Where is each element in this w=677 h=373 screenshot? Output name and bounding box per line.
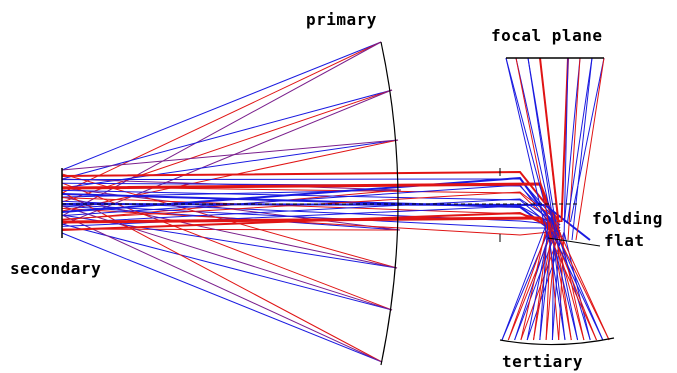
tertiary-mirror — [499, 337, 615, 346]
folding-flat-mirror — [547, 237, 601, 247]
light-ray — [551, 231, 604, 341]
light-ray — [539, 219, 549, 341]
light-ray — [547, 231, 597, 341]
focal-plane-label: focal plane — [491, 26, 603, 45]
light-ray — [539, 57, 561, 241]
tertiary-mirror-label: tertiary — [502, 352, 584, 371]
light-ray — [61, 214, 383, 363]
light-ray — [547, 231, 566, 341]
light-ray — [61, 139, 399, 171]
light-ray — [61, 89, 393, 226]
light-ray — [61, 228, 401, 231]
light-ray — [61, 232, 383, 363]
light-ray — [527, 57, 557, 241]
light-ray — [520, 219, 549, 341]
light-ray — [507, 219, 552, 341]
light-ray — [505, 57, 549, 241]
secondary-mirror-label: secondary — [10, 259, 102, 278]
light-ray — [61, 89, 393, 180]
light-ray — [61, 204, 560, 229]
light-ray — [570, 57, 605, 223]
folding-flat-label-line1: folding — [592, 209, 663, 228]
primary-mirror — [380, 41, 399, 366]
light-ray — [547, 219, 579, 341]
light-ray — [61, 41, 382, 171]
light-ray — [61, 198, 561, 226]
light-ray — [61, 186, 561, 232]
light-ray — [61, 223, 393, 311]
light-ray — [61, 41, 382, 194]
light-ray — [515, 57, 553, 241]
focal-plane-ray-cone — [505, 57, 605, 241]
light-ray — [555, 231, 610, 341]
light-ray — [575, 57, 605, 241]
light-ray — [547, 219, 560, 341]
light-ray — [564, 57, 581, 223]
light-ray — [563, 57, 569, 241]
light-ray — [61, 41, 382, 217]
light-ray — [505, 57, 550, 223]
light-ray — [515, 57, 553, 223]
light-ray — [567, 57, 581, 241]
light-ray — [567, 57, 593, 223]
primary-mirror-label: primary — [306, 10, 377, 29]
light-ray — [501, 219, 549, 341]
light-ray — [61, 205, 393, 311]
light-ray — [571, 57, 593, 241]
folding-flat-label-line2: flat — [604, 231, 645, 250]
